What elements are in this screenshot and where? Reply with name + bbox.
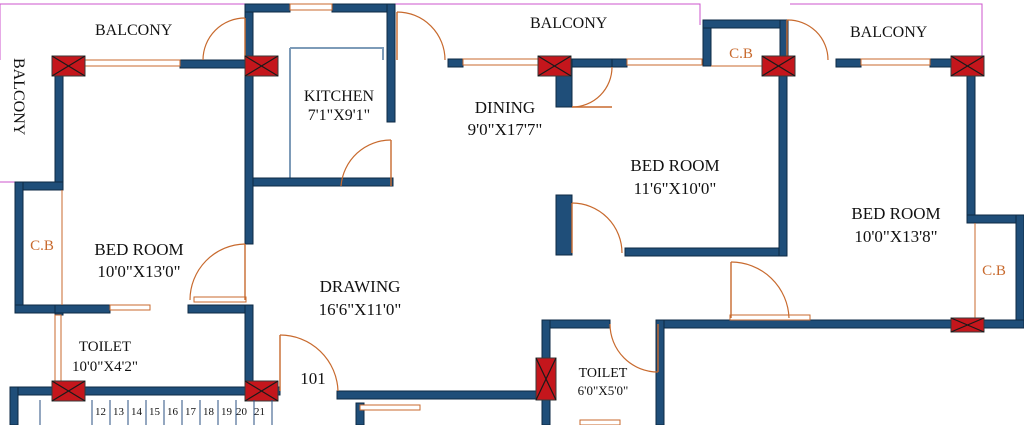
drawing-name: DRAWING <box>320 277 401 296</box>
stair-step-16: 16 <box>167 406 179 418</box>
stairs: 12 13 14 15 16 17 18 19 20 21 <box>39 400 273 425</box>
stair-step-12: 12 <box>95 406 106 418</box>
bed-left-size: 10'0"X13'0" <box>97 262 180 281</box>
balcony-top-right-label: BALCONY <box>850 24 928 41</box>
dining-size: 9'0"X17'7" <box>468 120 543 139</box>
cupboard-left-label: C.B <box>30 238 54 254</box>
stair-step-14: 14 <box>131 406 143 418</box>
stair-step-20: 20 <box>236 406 248 418</box>
balcony-top-left-label: BALCONY <box>95 22 173 39</box>
stair-step-17: 17 <box>185 406 197 418</box>
toilet-bottom-size: 6'0"X5'0" <box>578 383 629 398</box>
toilet-bottom-name: TOILET <box>579 366 628 381</box>
toilet-left-name: TOILET <box>79 339 131 355</box>
columns <box>51 55 985 402</box>
bed-right-name: BED ROOM <box>851 204 940 223</box>
unit-number: 101 <box>300 369 326 388</box>
bed-left-name: BED ROOM <box>94 240 183 259</box>
kitchen-size: 7'1"X9'1" <box>308 107 370 124</box>
dining-name: DINING <box>475 98 535 117</box>
cupboard-right-label: C.B <box>982 263 1006 279</box>
balcony-top-middle-label: BALCONY <box>530 15 608 32</box>
balcony-left-side-label: BALCONY <box>10 58 27 136</box>
stair-step-13: 13 <box>113 406 125 418</box>
bed-center-size: 11'6"X10'0" <box>634 179 717 198</box>
stair-step-21: 21 <box>254 406 265 418</box>
toilet-left-size: 10'0"X4'2" <box>72 359 138 375</box>
stair-step-18: 18 <box>203 406 215 418</box>
drawing-size: 16'6"X11'0" <box>319 300 402 319</box>
kitchen-counter-line <box>290 47 384 60</box>
walls <box>9 3 1024 425</box>
stair-step-15: 15 <box>149 406 161 418</box>
stair-step-19: 19 <box>221 406 233 418</box>
balcony-outlines <box>0 3 983 183</box>
bed-center-name: BED ROOM <box>630 156 719 175</box>
doors <box>189 11 829 392</box>
cupboard-top-label: C.B <box>729 46 753 62</box>
bed-right-size: 10'0"X13'8" <box>854 227 937 246</box>
windows <box>54 3 931 425</box>
kitchen-name: KITCHEN <box>304 88 375 105</box>
